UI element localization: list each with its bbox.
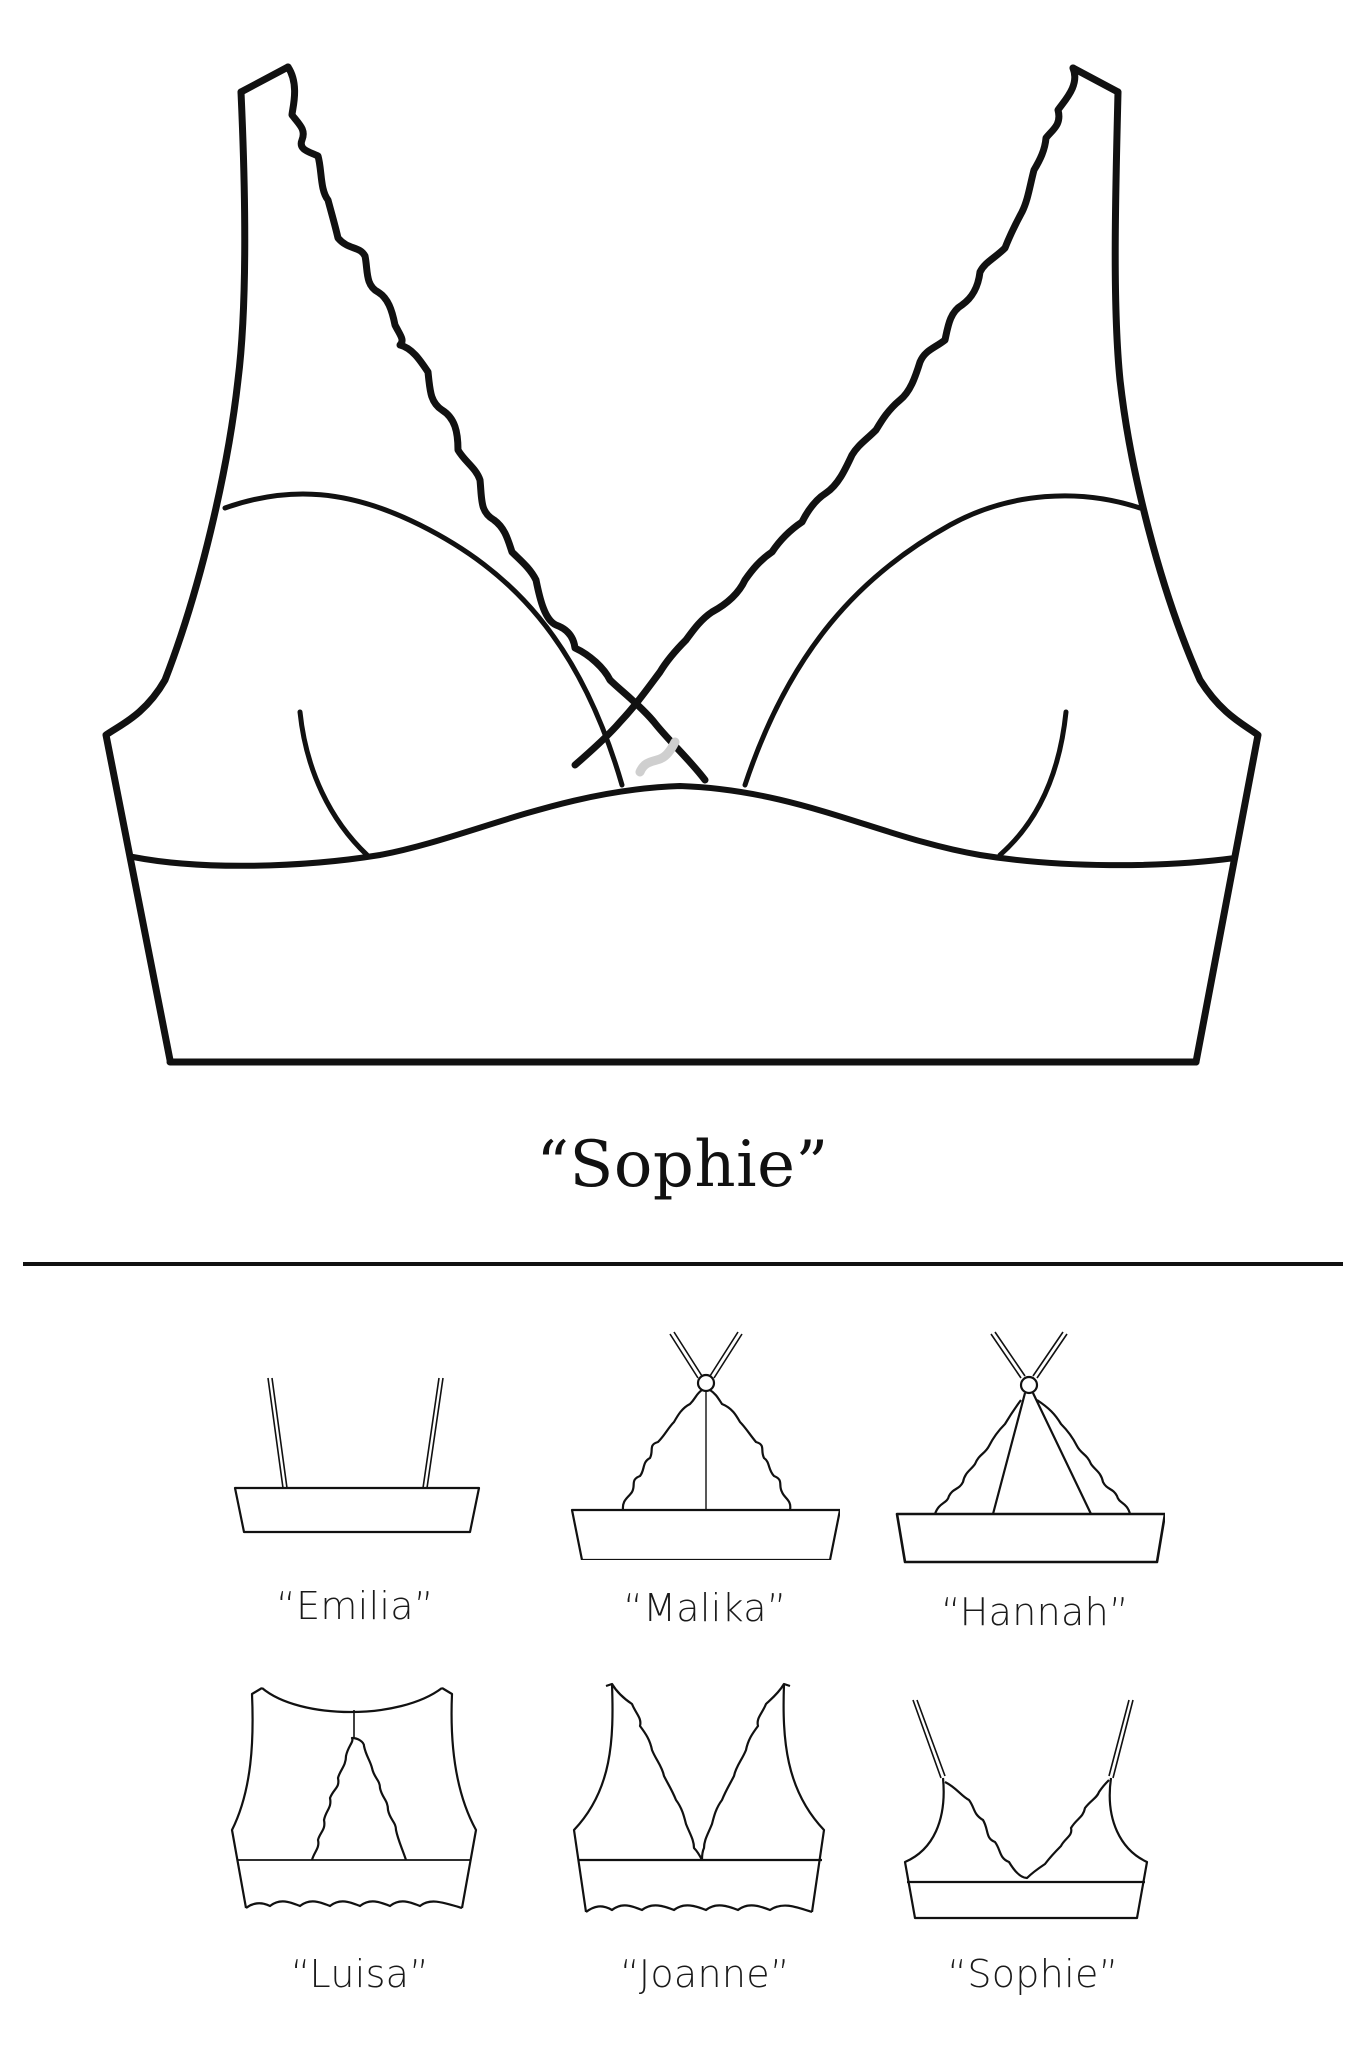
section-divider bbox=[23, 1262, 1343, 1266]
right-cup-seam bbox=[742, 493, 1143, 788]
variant-label-luisa: “Luisa” bbox=[290, 1952, 430, 1996]
right-strap-outline bbox=[1111, 88, 1262, 1066]
variant-malika-illustration bbox=[570, 1330, 840, 1560]
main-title: “Sophie” bbox=[536, 1128, 829, 1202]
variant-label-joanne: “Joanne” bbox=[620, 1952, 790, 1996]
right-dart bbox=[997, 709, 1069, 858]
variant-hannah-illustration bbox=[895, 1330, 1165, 1565]
variant-luisa-illustration bbox=[230, 1680, 480, 1920]
left-strap-outline bbox=[102, 88, 249, 1064]
right-ruffle-neckline bbox=[571, 64, 1079, 769]
variant-label-malika: “Malika” bbox=[623, 1586, 787, 1630]
band-top-seam bbox=[130, 783, 1238, 869]
variant-label-hannah: “Hannah” bbox=[940, 1590, 1129, 1634]
gray-sketch-mark bbox=[635, 737, 680, 777]
left-cup-seam bbox=[222, 491, 625, 788]
variant-label-emilia: “Emilia” bbox=[276, 1584, 434, 1628]
main-bralette-illustration bbox=[102, 63, 1262, 1066]
left-ruffle-neckline bbox=[284, 63, 709, 784]
variant-emilia-illustration bbox=[233, 1370, 483, 1545]
variant-joanne-illustration bbox=[572, 1680, 832, 1920]
left-dart bbox=[297, 709, 370, 858]
variant-label-sophie: “Sophie” bbox=[947, 1952, 1119, 1996]
variant-sophie-illustration bbox=[903, 1690, 1153, 1930]
